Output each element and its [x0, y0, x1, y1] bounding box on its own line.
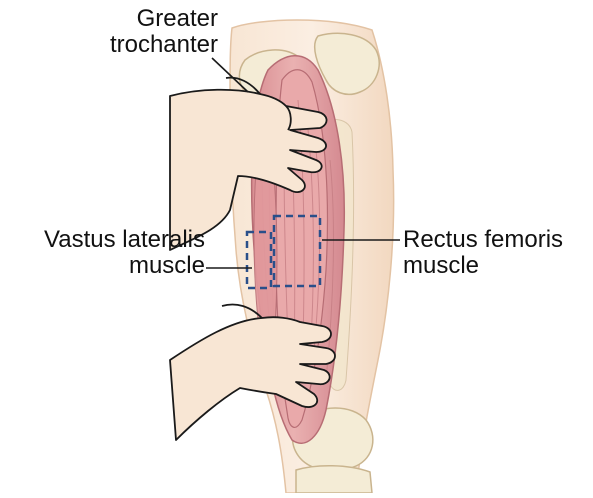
vastus-lateralis-label-line1: Vastus lateralis	[10, 227, 205, 253]
greater-trochanter-label-line2: trochanter	[78, 32, 218, 58]
rectus-femoris-label-line1: Rectus femoris	[403, 227, 588, 253]
greater-trochanter-label: Greater trochanter	[78, 6, 218, 58]
vastus-lateralis-label-line2: muscle	[10, 253, 205, 279]
rectus-femoris-label-line2: muscle	[403, 253, 588, 279]
greater-trochanter-label-line1: Greater	[78, 6, 218, 32]
rectus-femoris-label: Rectus femoris muscle	[403, 227, 588, 279]
tibia-bone	[296, 466, 372, 493]
vastus-lateralis-label: Vastus lateralis muscle	[10, 227, 205, 279]
